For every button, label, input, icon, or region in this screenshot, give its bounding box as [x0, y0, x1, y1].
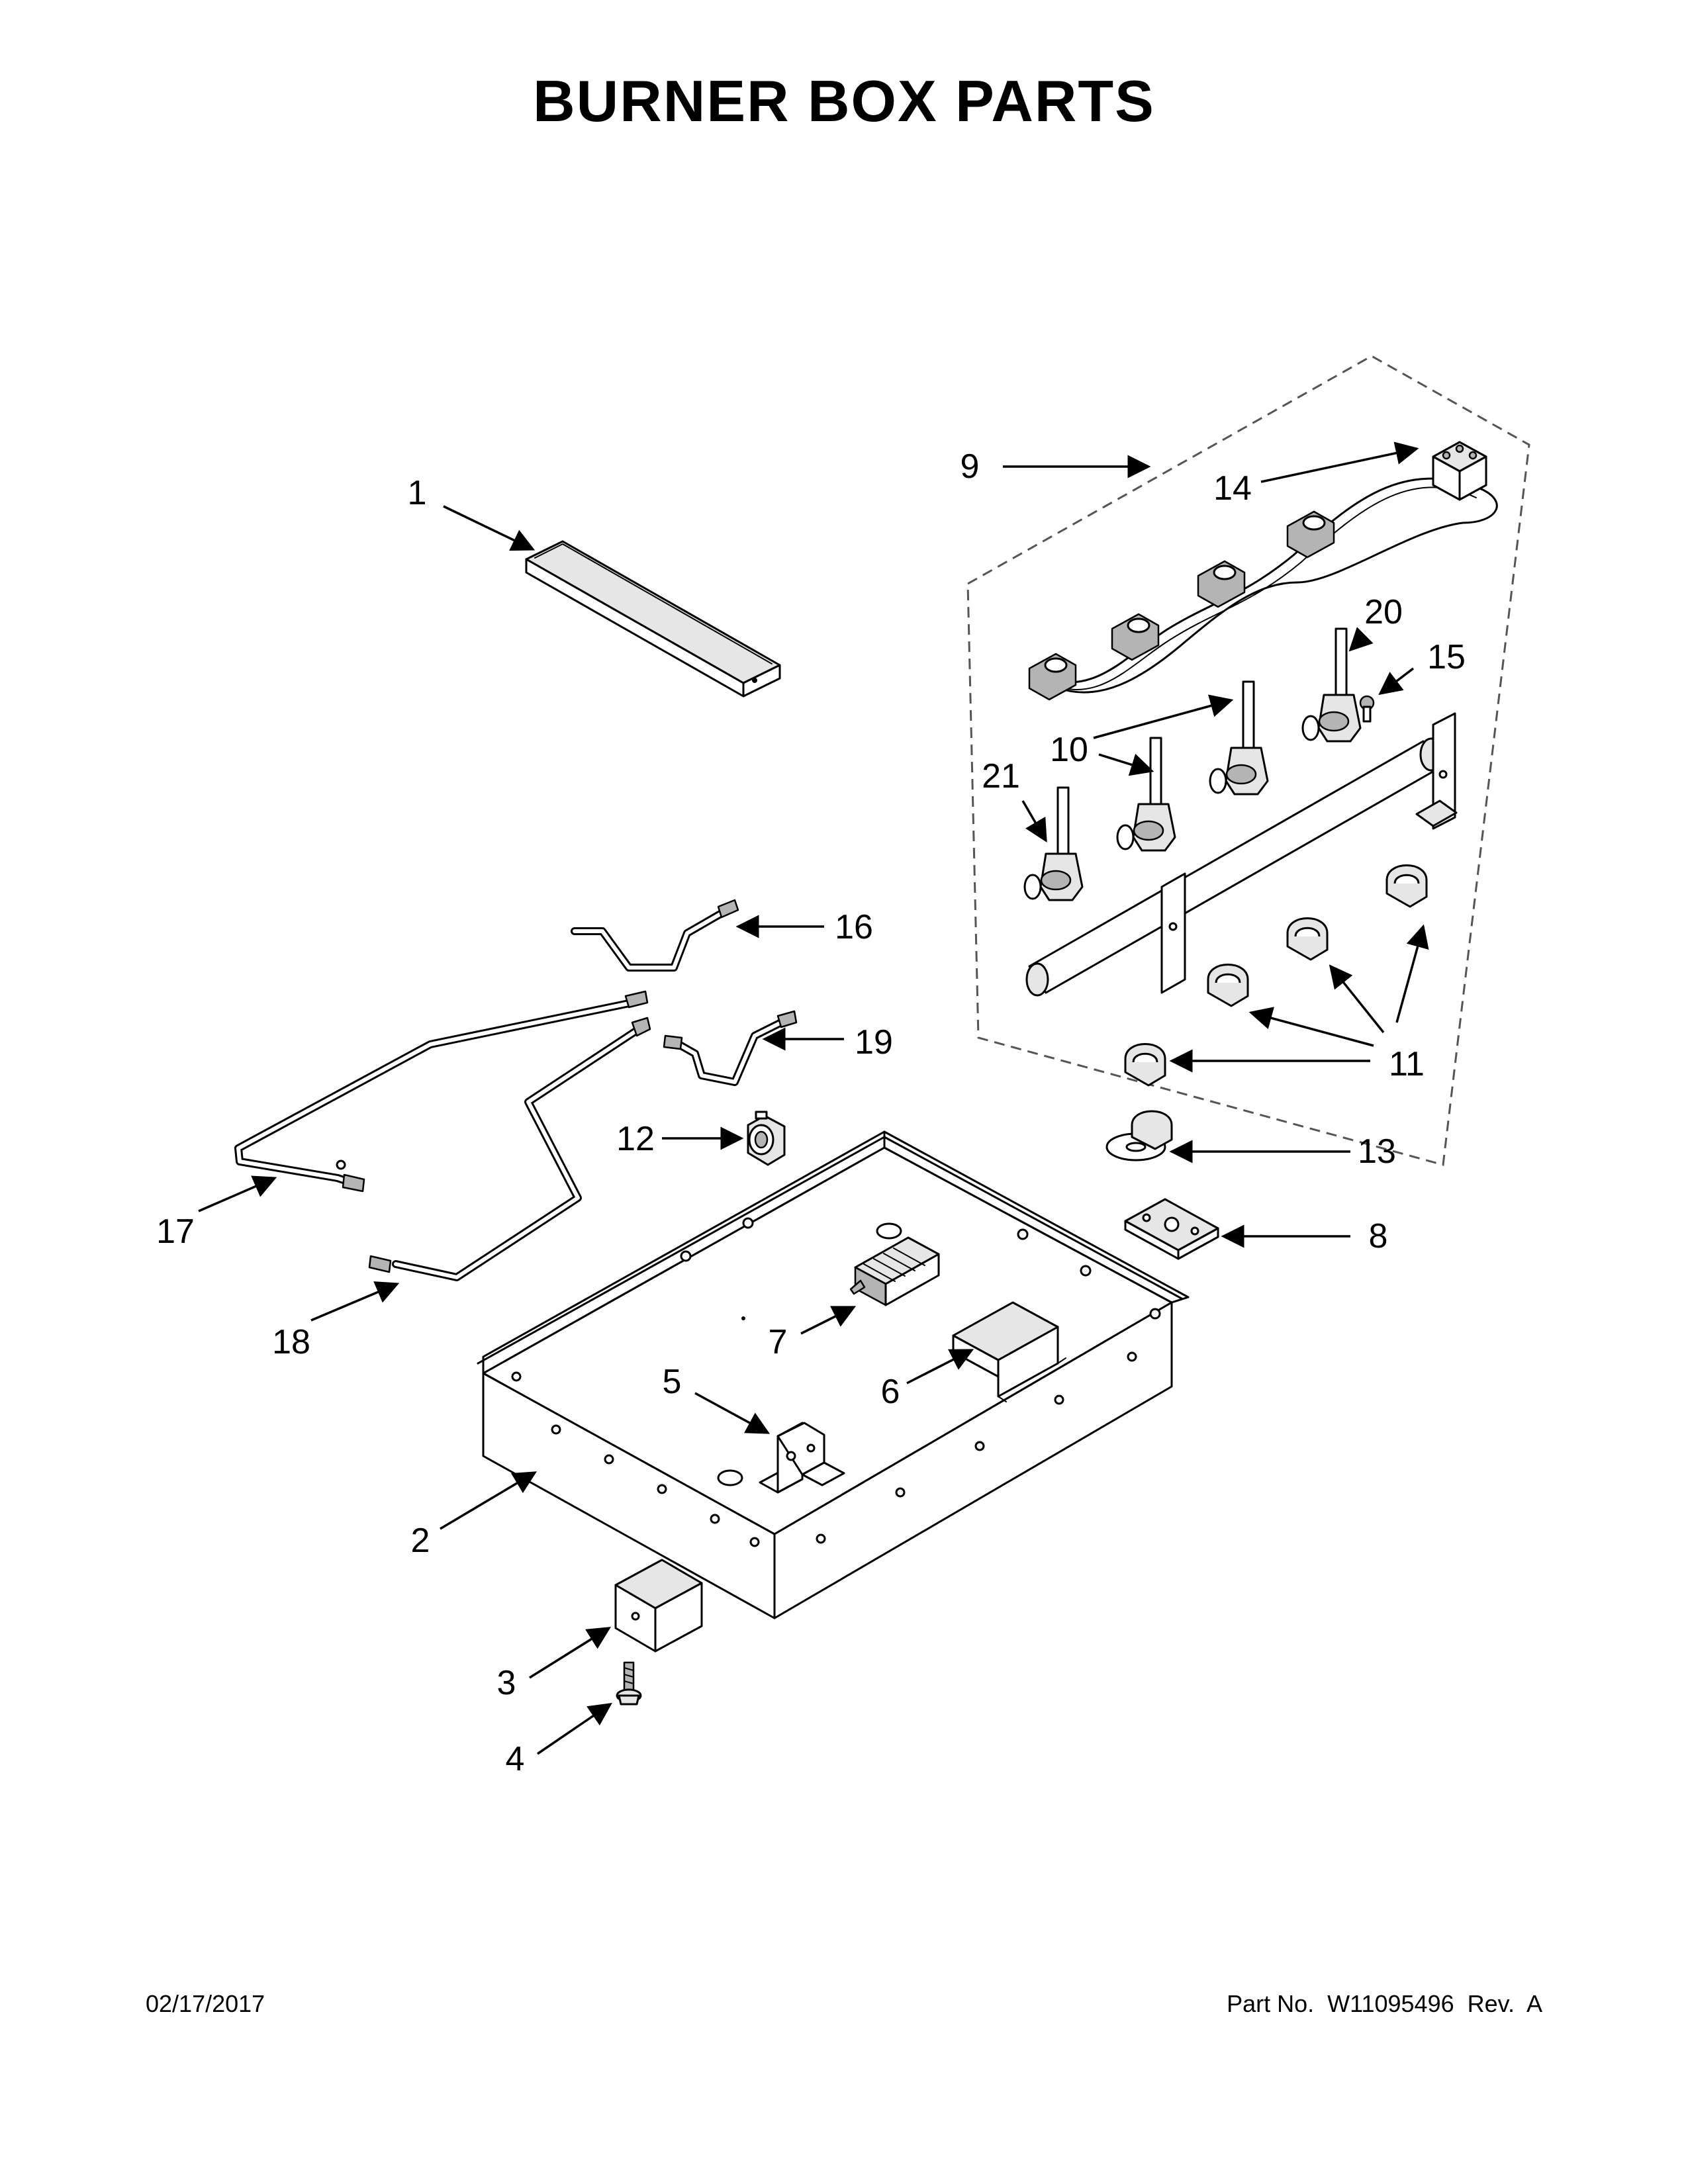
callout-4: 4	[506, 1740, 525, 1778]
callout-2: 2	[411, 1522, 430, 1560]
part-11-clamp-4	[1385, 864, 1428, 908]
part-10-valve-a	[1116, 737, 1176, 852]
callout-14: 14	[1213, 469, 1252, 508]
part-11-clamp-5	[1131, 1110, 1173, 1150]
callout-arrows	[198, 441, 1429, 1755]
callout-5: 5	[663, 1363, 682, 1401]
part-12-regulator	[747, 1111, 786, 1166]
callout-13: 13	[1358, 1132, 1396, 1171]
callout-21: 21	[982, 757, 1020, 796]
part-19-tube	[663, 1010, 798, 1086]
part-8-plate	[1124, 1198, 1219, 1260]
callout-1: 1	[408, 474, 427, 512]
callout-17: 17	[156, 1212, 195, 1251]
ignition-switch-4	[1286, 510, 1335, 559]
callout-3: 3	[497, 1664, 516, 1702]
part-17-tube	[234, 990, 649, 1193]
callout-7: 7	[769, 1323, 788, 1361]
callout-19: 19	[855, 1023, 893, 1062]
part-11-clamp-2	[1207, 964, 1249, 1007]
part-14-wire-harness	[1035, 441, 1498, 694]
part-11-clamp-3	[1286, 917, 1329, 961]
ignition-switch-2	[1111, 613, 1160, 661]
callout-16: 16	[835, 908, 873, 946]
manifold-pipe	[1025, 712, 1458, 997]
part-5-bracket	[759, 1422, 845, 1494]
part-3-junction-box	[614, 1559, 703, 1653]
callout-12: 12	[616, 1120, 655, 1158]
callout-18: 18	[272, 1323, 310, 1361]
part-20-valve	[1301, 627, 1362, 743]
ignition-switch-1	[1028, 653, 1077, 701]
part-1-trim-strip	[525, 540, 781, 698]
part-2-burner-box	[477, 1130, 1190, 1619]
callout-20: 20	[1364, 593, 1403, 631]
part-16-tube	[571, 899, 739, 972]
part-18-tube	[368, 1017, 651, 1281]
part-21-valve	[1023, 786, 1084, 901]
ignition-switch-3	[1197, 560, 1246, 608]
footer-part-number: Part No. W11095496 Rev. A	[1227, 1990, 1542, 2017]
part-7-terminal-block	[849, 1236, 940, 1306]
callout-10: 10	[1050, 731, 1088, 769]
part-10-valve-b	[1209, 680, 1269, 796]
part-6-cover	[952, 1301, 1066, 1402]
part-11-clamp-1	[1124, 1043, 1166, 1087]
callout-8: 8	[1369, 1217, 1388, 1255]
footer-date: 02/17/2017	[146, 1990, 265, 2017]
page-title: BURNER BOX PARTS	[533, 68, 1155, 134]
callout-9: 9	[961, 447, 980, 486]
manifold-assembly-boundary	[966, 355, 1530, 1166]
callout-15: 15	[1427, 638, 1466, 676]
callout-11: 11	[1389, 1045, 1425, 1083]
callout-6: 6	[881, 1373, 900, 1411]
part-4-screw	[616, 1661, 642, 1706]
part-15-screw	[1359, 695, 1375, 723]
